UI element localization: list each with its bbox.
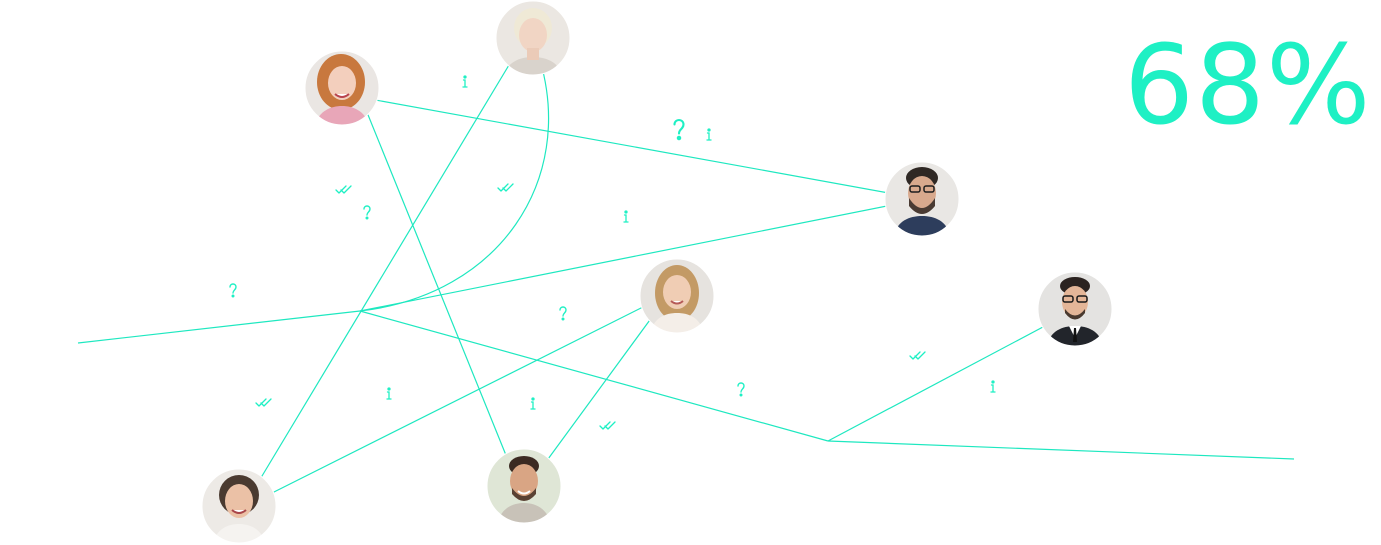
connection-line — [827, 440, 1295, 460]
avatar[interactable] — [495, 0, 571, 80]
connection-lines — [77, 54, 1295, 495]
question-icon — [229, 283, 237, 298]
double-check-icon — [255, 398, 272, 407]
avatar[interactable] — [1037, 271, 1113, 350]
connection-line — [359, 198, 923, 312]
info-icon — [990, 380, 996, 393]
check-glyphs — [255, 183, 926, 430]
question-icon — [737, 382, 745, 397]
connection-line — [359, 310, 829, 442]
avatar[interactable] — [201, 468, 277, 545]
question-icon — [559, 306, 567, 321]
question-glyphs — [229, 118, 745, 397]
connection-line — [269, 305, 646, 495]
double-check-icon — [909, 351, 926, 360]
info-icon — [386, 387, 392, 400]
info-icon — [462, 75, 468, 88]
info-icon — [623, 210, 629, 223]
avatar[interactable] — [304, 50, 380, 130]
avatar[interactable] — [884, 161, 960, 240]
connection-line — [539, 312, 656, 471]
connection-line — [77, 310, 361, 344]
avatar[interactable] — [486, 448, 562, 527]
connection-line — [827, 318, 1059, 442]
double-check-icon — [335, 185, 352, 194]
info-icon — [706, 128, 712, 141]
info-icon — [530, 397, 536, 410]
connection-line — [369, 98, 923, 200]
avatar[interactable] — [639, 258, 715, 336]
question-icon — [673, 118, 685, 141]
avatars — [201, 0, 1113, 545]
connection-curve — [359, 59, 549, 312]
double-check-icon — [497, 183, 514, 192]
question-icon — [363, 205, 371, 220]
connection-line — [361, 99, 513, 471]
info-glyphs — [386, 75, 996, 410]
percentage-stat: 68% — [1124, 21, 1372, 149]
connection-line — [255, 54, 516, 487]
double-check-icon — [599, 421, 616, 430]
